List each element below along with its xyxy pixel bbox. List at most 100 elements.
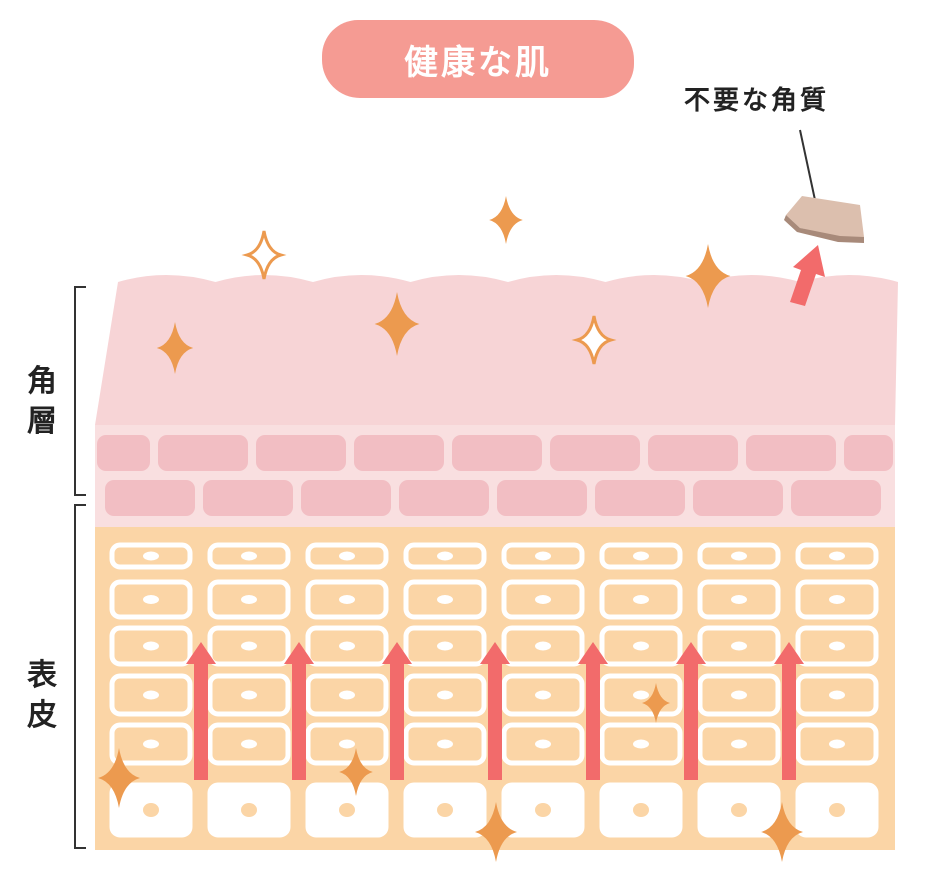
label-char: 角 <box>27 364 57 399</box>
cell <box>207 542 291 570</box>
cell-nucleus <box>437 690 453 700</box>
cell <box>403 542 487 570</box>
brick-cell <box>203 480 293 516</box>
bracket-epidermis <box>74 504 86 849</box>
cell-nucleus <box>535 739 551 749</box>
bracket-corneum <box>74 286 86 496</box>
cell-nucleus <box>339 690 355 700</box>
cell <box>305 673 389 717</box>
cell-nucleus <box>339 803 355 817</box>
sparkle-icon <box>489 196 523 244</box>
cell <box>795 722 879 766</box>
cell <box>207 722 291 766</box>
cell <box>697 722 781 766</box>
sparkle-icon <box>685 244 731 308</box>
cell <box>207 673 291 717</box>
cell-nucleus <box>535 595 551 604</box>
cell <box>403 673 487 717</box>
cell <box>599 542 683 570</box>
cell-nucleus <box>241 690 257 700</box>
sparkle-icon <box>339 748 373 796</box>
cell-nucleus <box>143 551 159 561</box>
sparkle-icon <box>475 802 517 862</box>
cell <box>501 542 585 570</box>
shed-arrow-icon <box>790 245 825 306</box>
cell-nucleus <box>731 803 747 817</box>
cell-nucleus <box>829 690 845 700</box>
cell <box>697 542 781 570</box>
brick-cell <box>354 435 444 471</box>
cell <box>207 579 291 620</box>
cell-nucleus <box>241 641 257 651</box>
cell <box>501 625 585 667</box>
cell <box>795 579 879 620</box>
cell-nucleus <box>633 551 649 561</box>
label-char: 表 <box>27 658 57 693</box>
cell-nucleus <box>339 739 355 749</box>
cell-nucleus <box>731 739 747 749</box>
cell <box>109 625 193 667</box>
title-text: 健康な肌 <box>404 42 552 83</box>
cell-nucleus <box>829 803 845 817</box>
sparkle-icon <box>156 322 194 374</box>
cell-nucleus <box>731 641 747 651</box>
label-stratum-corneum: 角 層 <box>22 362 62 442</box>
brick-cell <box>693 480 783 516</box>
cell-nucleus <box>633 690 649 700</box>
cell <box>697 625 781 667</box>
dead-skin-flake <box>786 196 864 238</box>
cell-nucleus <box>535 641 551 651</box>
cell-nucleus <box>829 739 845 749</box>
cell-nucleus <box>633 641 649 651</box>
brick-cell <box>550 435 640 471</box>
stratum-corneum <box>95 275 898 425</box>
cell-nucleus <box>437 739 453 749</box>
brick-cell <box>746 435 836 471</box>
cell <box>305 625 389 667</box>
label-char: 皮 <box>27 698 57 733</box>
cell-nucleus <box>143 690 159 700</box>
brick-cell <box>648 435 738 471</box>
up-arrow-icon <box>774 642 804 780</box>
up-arrow-icon <box>284 642 314 780</box>
cell <box>207 625 291 667</box>
cell <box>305 579 389 620</box>
cell-nucleus <box>241 595 257 604</box>
brick-cell <box>844 435 893 471</box>
cell <box>795 625 879 667</box>
cell <box>109 579 193 620</box>
cell <box>109 722 193 766</box>
cell <box>305 542 389 570</box>
label-char: 層 <box>27 404 57 439</box>
cell <box>305 722 389 766</box>
sparkle-icon <box>761 802 803 862</box>
brick-cell <box>399 480 489 516</box>
cell-nucleus <box>437 803 453 817</box>
cell-nucleus <box>633 595 649 604</box>
cell <box>697 579 781 620</box>
cell-nucleus <box>829 595 845 604</box>
cell <box>109 542 193 570</box>
cell-nucleus <box>241 803 257 817</box>
cell-nucleus <box>143 739 159 749</box>
cell <box>599 625 683 667</box>
up-arrow-icon <box>480 642 510 780</box>
title-badge: 健康な肌 <box>322 20 634 98</box>
cell <box>795 542 879 570</box>
cell <box>795 673 879 717</box>
cell-nucleus <box>829 641 845 651</box>
sparkle-icon <box>642 683 670 723</box>
up-arrow-icon <box>382 642 412 780</box>
cell <box>109 673 193 717</box>
label-epidermis: 表 皮 <box>22 656 62 736</box>
cell-nucleus <box>143 641 159 651</box>
cell-nucleus <box>535 690 551 700</box>
cell-nucleus <box>633 803 649 817</box>
cell <box>599 722 683 766</box>
brick-cell <box>256 435 346 471</box>
sparkle-icon <box>241 230 287 280</box>
cell-nucleus <box>731 595 747 604</box>
sparkle-icon <box>374 292 420 356</box>
